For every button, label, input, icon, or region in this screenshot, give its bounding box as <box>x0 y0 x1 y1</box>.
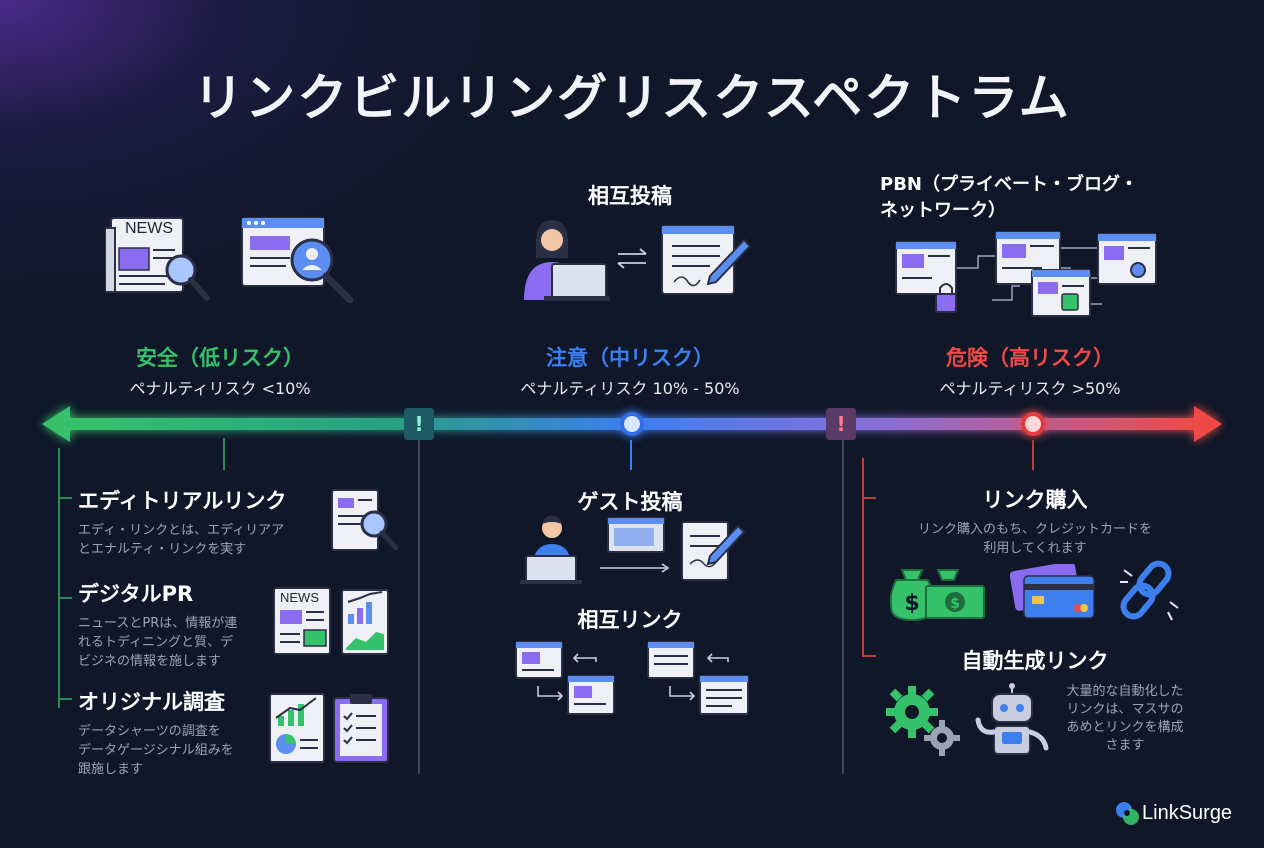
desc-line: エディ・リンクとは、エディリアア <box>78 523 285 538</box>
desc-line: データゲージシナル組みを <box>78 743 234 758</box>
danger-zone-label: 危険（高リスク） <box>946 346 1114 370</box>
pbn-label: PBN（プライベート・ブログ・ ネットワーク） <box>880 172 1220 224</box>
document-pen-icon <box>660 222 756 298</box>
link-buy-item: リンク購入 リンク購入のもち、クレジットカードを 利用してくれます <box>880 484 1190 558</box>
warning-marker-danger: ! <box>826 408 856 440</box>
mutual-link-icon <box>512 638 756 718</box>
digital-pr-title: デジタルPR <box>78 582 194 606</box>
desc-line: あめとリンクを構成 <box>1066 720 1184 735</box>
newspaper-search-icon: NEWS <box>104 214 215 304</box>
digital-pr-desc: ニュースとPRは、情報が連 れるトディニングと質、デ ビジネの情報を施します <box>78 614 278 671</box>
desc-line: とエナルティ・リンクを実す <box>78 542 247 557</box>
danger-marker <box>1021 412 1045 436</box>
safe-zone-label: 安全（低リスク） <box>136 346 304 370</box>
original-research-desc: データシャーツの調査を データゲージシナル組みを 跟施します <box>78 722 278 779</box>
guest-post-icon <box>520 512 760 586</box>
caution-zone-risk: ペナルティリスク 10% - 50% <box>520 379 740 398</box>
danger-zone-risk: ペナルティリスク >50% <box>939 379 1121 398</box>
report-chart-icon <box>268 692 326 764</box>
auto-link-title: 自動生成リンク <box>961 649 1109 673</box>
clipboard-checklist-icon <box>332 692 390 764</box>
branch-tick <box>58 497 72 499</box>
pbn-label-line2: ネットワーク） <box>880 200 1006 221</box>
warning-marker-safe: ! <box>404 408 434 440</box>
original-research-title: オリジナル調査 <box>78 690 225 714</box>
broken-link-icon <box>1114 556 1182 622</box>
auto-link-desc: 大量的な自動化した リンクは、マスサの あめとリンクを構成 さます <box>1050 683 1200 755</box>
news-label: NEWS <box>280 590 319 605</box>
original-research-item: オリジナル調査 データシャーツの調査を データゲージシナル組みを 跟施します <box>78 686 278 779</box>
browser-user-search-icon <box>240 216 358 308</box>
branch-tick <box>862 655 876 657</box>
danger-connector <box>1032 440 1034 470</box>
reciprocal-post-label: 相互投稿 <box>588 184 672 208</box>
branch-tick <box>58 698 72 700</box>
desc-line: れるトディニングと質、デ <box>78 635 234 650</box>
mutual-link-title: 相互リンク <box>577 608 683 632</box>
person-laptop-icon <box>514 214 610 302</box>
link-buy-title: リンク購入 <box>982 488 1088 512</box>
page-title: リンクビルリングリスクスペクトラム <box>193 69 1071 127</box>
svg-text:$: $ <box>950 596 960 612</box>
caution-marker <box>620 412 644 436</box>
danger-branch-line <box>862 458 864 656</box>
editorial-link-item: エディトリアルリンク エディ・リンクとは、エディリアア とエナルティ・リンクを実… <box>78 485 328 559</box>
guest-post-title: ゲスト投稿 <box>577 490 683 514</box>
gears-icon <box>884 682 964 758</box>
desc-line: データシャーツの調査を <box>78 724 221 739</box>
pbn-network-icon <box>892 228 1162 320</box>
divider-line <box>418 440 420 774</box>
robot-icon <box>972 682 1052 760</box>
caution-connector <box>630 440 632 470</box>
desc-line: リンクは、マスサの <box>1066 702 1184 717</box>
safe-branch-line <box>58 448 60 708</box>
desc-line: 利用してくれます <box>983 541 1087 556</box>
brand-name: LinkSurge <box>1142 802 1233 824</box>
branch-tick <box>58 597 72 599</box>
branch-tick <box>862 497 876 499</box>
desc-line: ビジネの情報を施します <box>78 654 222 669</box>
newspaper-icon: NEWS <box>272 586 334 658</box>
exchange-arrows-icon <box>614 246 650 270</box>
editorial-link-title: エディトリアルリンク <box>78 489 287 513</box>
digital-pr-item: デジタルPR ニュースとPRは、情報が連 れるトディニングと質、デ ビジネの情報… <box>78 578 278 671</box>
desc-line: ニュースとPRは、情報が連 <box>78 616 238 631</box>
money-bags-icon: $ $ <box>886 556 986 622</box>
growth-chart-icon <box>340 588 390 656</box>
link-buy-desc: リンク購入のもち、クレジットカードを 利用してくれます <box>880 520 1190 558</box>
desc-line: リンク購入のもち、クレジットカードを <box>917 522 1152 537</box>
divider-line <box>842 440 844 774</box>
news-label: NEWS <box>125 220 173 237</box>
linksurge-logo-icon <box>1114 800 1142 828</box>
pbn-label-line1: PBN（プライベート・ブログ・ <box>880 174 1138 195</box>
svg-text:$: $ <box>904 591 919 616</box>
desc-line: 跟施します <box>78 762 144 777</box>
safe-zone-risk: ペナルティリスク <10% <box>129 379 311 398</box>
safe-connector <box>223 438 225 470</box>
credit-card-icon <box>1009 561 1096 620</box>
caution-zone-label: 注意（中リスク） <box>546 346 714 370</box>
desc-line: 大量的な自動化した <box>1066 684 1184 699</box>
desc-line: さます <box>1105 738 1145 753</box>
document-search-icon <box>330 488 400 554</box>
editorial-link-desc: エディ・リンクとは、エディリアア とエナルティ・リンクを実す <box>78 521 328 559</box>
